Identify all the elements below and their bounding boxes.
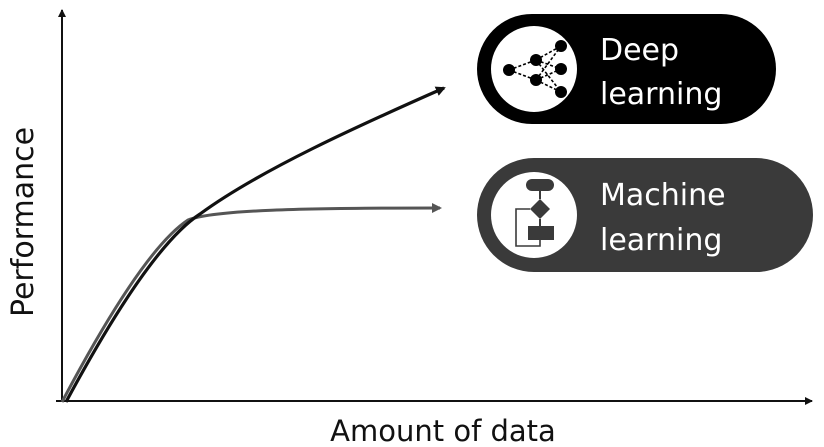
y-axis-title: Performance: [6, 127, 41, 317]
machine-learning-icon-circle: [491, 172, 577, 258]
machine-learning-curve: [60, 203, 442, 403]
machine-learning-label-line2: learning: [600, 223, 722, 258]
deep-learning-label: Deep learning: [477, 14, 776, 124]
neural-network-icon: [503, 40, 567, 98]
deep-learning-label-line2: learning: [600, 77, 722, 112]
deep-learning-curve: [64, 86, 446, 403]
deep-learning-label-line1: Deep: [600, 33, 679, 68]
machine-learning-label: Machine learning: [477, 158, 813, 272]
machine-learning-label-line1: Machine: [600, 178, 726, 213]
x-axis-title: Amount of data: [330, 414, 556, 447]
flowchart-icon: [515, 179, 554, 247]
